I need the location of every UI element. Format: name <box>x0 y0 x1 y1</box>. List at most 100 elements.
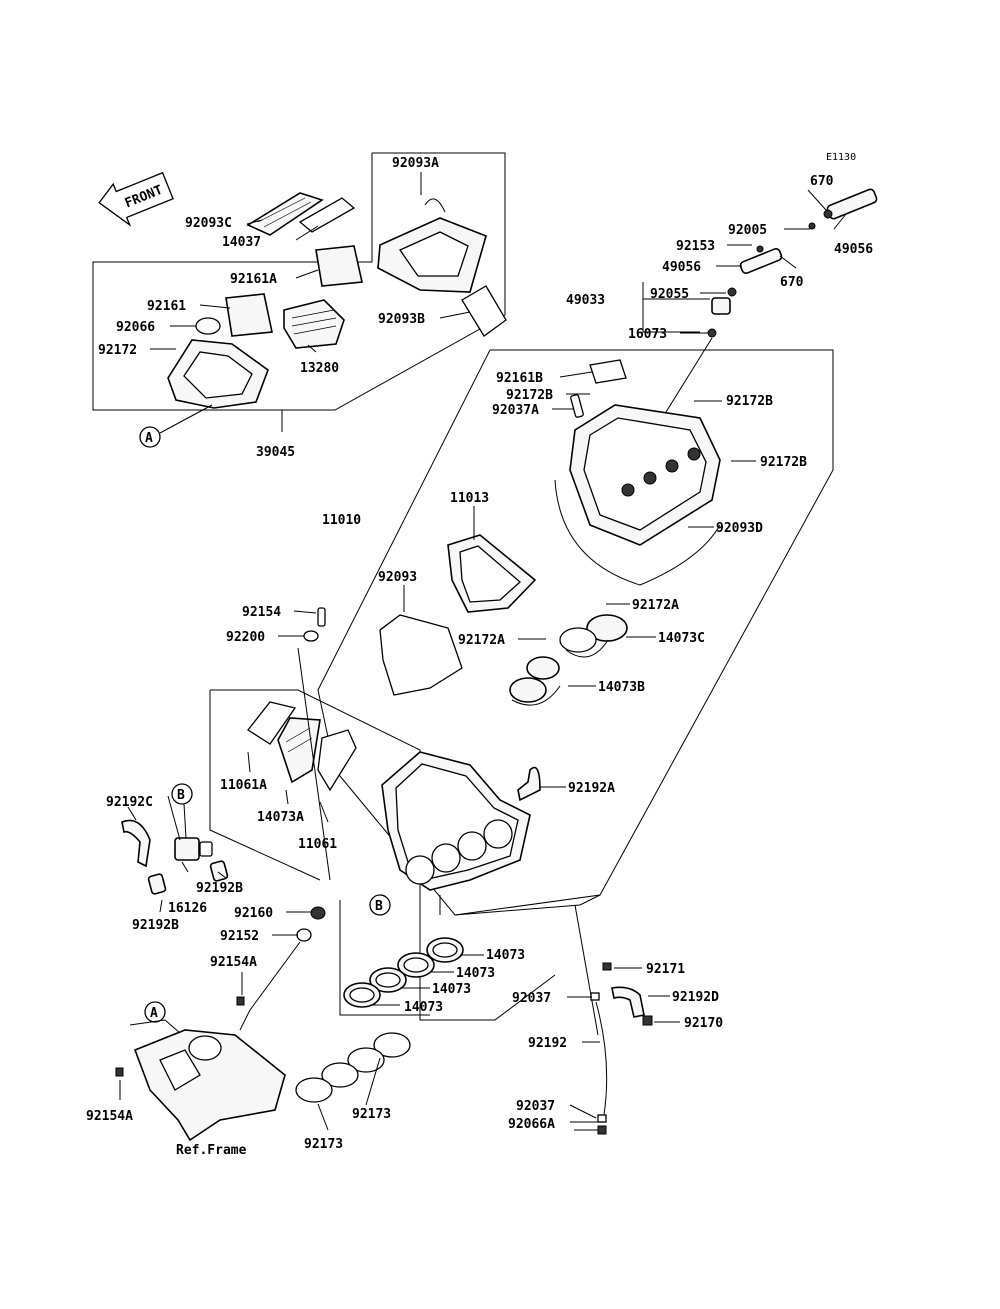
bolt-92154a-top <box>236 996 245 1006</box>
clamp-set-92173 <box>295 1032 411 1103</box>
label-14073-2: 14073 <box>456 966 495 981</box>
label-92153: 92153 <box>676 239 715 254</box>
upper-air-box <box>554 404 721 586</box>
label-49056-left: 49056 <box>662 260 701 275</box>
svg-text:A: A <box>145 431 153 446</box>
gasket-92093b <box>461 285 507 337</box>
label-92152: 92152 <box>220 929 259 944</box>
label-92055: 92055 <box>650 287 689 302</box>
clip-92037-lower <box>597 1114 607 1123</box>
label-92172a-top: 92172A <box>632 598 679 613</box>
label-92037a: 92037A <box>492 403 539 418</box>
label-11061: 11061 <box>298 837 337 852</box>
cap-92170 <box>642 1015 653 1026</box>
element-13280 <box>283 299 345 349</box>
figure-code: E1130 <box>826 152 856 163</box>
front-arrow-icon: FRONT <box>98 171 174 227</box>
label-92161a: 92161A <box>230 272 277 287</box>
label-92154: 92154 <box>242 605 281 620</box>
clip-92171 <box>602 962 612 971</box>
leader-lines <box>119 172 847 1131</box>
label-92172: 92172 <box>98 343 137 358</box>
filter-92161a <box>315 245 363 287</box>
lower-air-box <box>381 751 531 891</box>
label-92093d: 92093D <box>716 521 763 536</box>
marker-b-left: B <box>171 783 193 805</box>
funnel-14073b <box>509 656 561 706</box>
label-16073: 16073 <box>628 327 667 342</box>
label-16126: 16126 <box>168 901 207 916</box>
pad-14037 <box>298 197 356 233</box>
marker-a-top: A <box>139 426 161 448</box>
label-14037: 14037 <box>222 235 261 250</box>
label-92093c: 92093C <box>185 216 232 231</box>
label-92161: 92161 <box>147 299 186 314</box>
label-14073-1: 14073 <box>486 948 525 963</box>
cover-14073a <box>277 717 321 784</box>
marker-b-right: B <box>369 894 391 916</box>
filter-92161 <box>225 293 273 337</box>
label-92172b-top: 92172B <box>726 394 773 409</box>
gasket-92093 <box>379 614 463 696</box>
plate-92161b <box>589 359 627 384</box>
intake-ring-set <box>343 937 464 1008</box>
label-14073c: 14073C <box>658 631 705 646</box>
label-670-bottom: 670 <box>780 275 804 290</box>
gasket-11061a <box>247 701 297 745</box>
fuel-rail <box>629 188 878 471</box>
hose-92192b-a <box>209 860 229 882</box>
label-92161b: 92161B <box>496 371 543 386</box>
intake-group-frame <box>209 349 834 1021</box>
label-92066: 92066 <box>116 320 155 335</box>
cap-92066a <box>597 1125 607 1135</box>
label-13280: 13280 <box>300 361 339 376</box>
marker-a-bottom: A <box>144 1001 166 1023</box>
label-92200: 92200 <box>226 630 265 645</box>
filter-11013 <box>447 534 537 613</box>
funnel-14073c <box>559 614 628 658</box>
label-14073b: 14073B <box>598 680 645 695</box>
label-92037-lower: 92037 <box>516 1099 555 1114</box>
label-11010: 11010 <box>322 513 361 528</box>
label-92005: 92005 <box>728 223 767 238</box>
clip-92037-upper <box>590 992 600 1001</box>
frame-part <box>133 1029 286 1142</box>
bolt-92037a <box>570 394 584 418</box>
hose-92192 <box>595 1001 608 1116</box>
label-49056-right: 49056 <box>834 242 873 257</box>
label-92192d: 92192D <box>672 990 719 1005</box>
bolt-92154 <box>317 607 326 627</box>
label-92093a: 92093A <box>392 156 439 171</box>
label-92192c: 92192C <box>106 795 153 810</box>
part-labels: 92093A 92093C 14037 92161A 92161 92066 9… <box>86 156 873 1158</box>
label-92171: 92171 <box>646 962 685 977</box>
label-14073a: 14073A <box>257 810 304 825</box>
label-92160: 92160 <box>234 906 273 921</box>
label-670-top: 670 <box>810 174 834 189</box>
label-11013: 11013 <box>450 491 489 506</box>
label-14073-4: 14073 <box>404 1000 443 1015</box>
label-92172a-left: 92172A <box>458 633 505 648</box>
hose-92192c <box>121 819 151 868</box>
air-cleaner-cover-upper <box>377 198 487 293</box>
hose-92192d <box>611 986 645 1018</box>
label-92154a-bottom: 92154A <box>86 1109 133 1124</box>
label-92154a-top: 92154A <box>210 955 257 970</box>
label-92192b-right: 92192B <box>196 881 243 896</box>
svg-text:A: A <box>150 1006 158 1021</box>
label-92192: 92192 <box>528 1036 567 1051</box>
hose-92192a <box>517 766 541 802</box>
label-92173-left: 92173 <box>304 1137 343 1152</box>
label-92037-upper: 92037 <box>512 991 551 1006</box>
hose-92192b-b <box>147 873 167 895</box>
washer-92200 <box>303 630 319 642</box>
label-39045: 39045 <box>256 445 295 460</box>
label-92192a: 92192A <box>568 781 615 796</box>
label-92170: 92170 <box>684 1016 723 1031</box>
collar-92152 <box>296 928 312 942</box>
label-92192b-left: 92192B <box>132 918 179 933</box>
label-14073-3: 14073 <box>432 982 471 997</box>
label-92173-right: 92173 <box>352 1107 391 1122</box>
filter-element-92093c <box>246 192 324 236</box>
bolt-92154a-left <box>115 1067 124 1077</box>
